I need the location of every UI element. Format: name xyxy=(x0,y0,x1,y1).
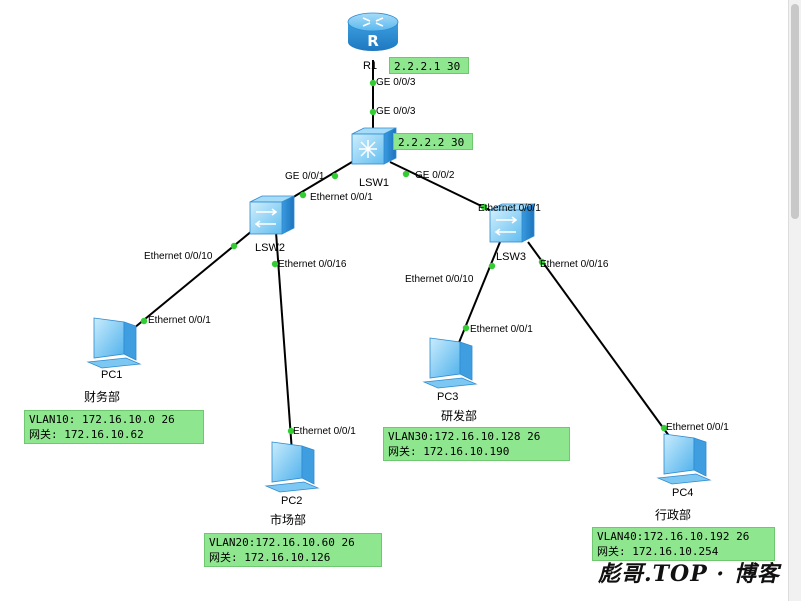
vlan-note-gateway: 网关: 172.16.10.190 xyxy=(388,445,510,458)
port-dot xyxy=(287,427,295,435)
pc-icon[interactable] xyxy=(86,317,142,369)
watermark-text: 彪哥.TOP · 博客 xyxy=(598,561,780,587)
vertical-scrollbar[interactable] xyxy=(788,0,801,601)
port-label: Ethernet 0/0/1 xyxy=(310,192,373,203)
vlan-note-pc4: VLAN40:172.16.10.192 26 网关: 172.16.10.25… xyxy=(592,527,775,561)
port-label: Ethernet 0/0/10 xyxy=(405,274,474,285)
vlan-note-gateway: 网关: 172.16.10.254 xyxy=(597,545,719,558)
port-label: Ethernet 0/0/16 xyxy=(540,259,609,270)
device-label-pc1: PC1 xyxy=(101,369,123,381)
router-icon[interactable]: R xyxy=(347,12,399,51)
device-label-lsw2: LSW2 xyxy=(255,242,285,254)
port-dot xyxy=(402,170,410,178)
port-label: GE 0/0/2 xyxy=(415,170,455,181)
device-label-r1: R1 xyxy=(363,60,378,72)
vlan-note-pc3: VLAN30:172.16.10.128 26 网关: 172.16.10.19… xyxy=(383,427,570,461)
port-dot xyxy=(299,191,307,199)
port-label: Ethernet 0/0/1 xyxy=(478,203,541,214)
vlan-note-subnet: VLAN20:172.16.10.60 26 xyxy=(209,536,355,549)
port-label: GE 0/0/3 xyxy=(376,77,416,88)
ip-note-text: 2.2.2.1 30 xyxy=(394,60,461,73)
port-dot xyxy=(488,262,496,270)
port-label: Ethernet 0/0/1 xyxy=(293,426,356,437)
port-label: GE 0/0/3 xyxy=(376,106,416,117)
switch-icon[interactable] xyxy=(489,203,535,243)
switch-icon[interactable] xyxy=(249,195,295,235)
scrollbar-thumb[interactable] xyxy=(791,4,799,219)
port-label: Ethernet 0/0/1 xyxy=(470,324,533,335)
vlan-note-subnet: VLAN10: 172.16.10.0 26 xyxy=(29,413,175,426)
vlan-note-pc1: VLAN10: 172.16.10.0 26 网关: 172.16.10.62 xyxy=(24,410,204,444)
port-label: Ethernet 0/0/10 xyxy=(144,251,213,262)
port-dot xyxy=(660,424,668,432)
device-label-lsw1: LSW1 xyxy=(359,177,389,189)
device-label-lsw3: LSW3 xyxy=(496,251,526,263)
ip-note-text: 2.2.2.2 30 xyxy=(398,136,465,149)
port-dot xyxy=(369,79,377,87)
svg-text:R: R xyxy=(367,32,379,50)
pc-icon[interactable] xyxy=(656,433,712,485)
dept-label-pc3: 研发部 xyxy=(441,409,478,423)
port-dot xyxy=(331,172,339,180)
device-label-pc4: PC4 xyxy=(672,487,694,499)
port-label: GE 0/0/1 xyxy=(285,171,325,182)
vlan-note-pc2: VLAN20:172.16.10.60 26 网关: 172.16.10.126 xyxy=(204,533,382,567)
vlan-note-gateway: 网关: 172.16.10.62 xyxy=(29,428,144,441)
dept-label-pc2: 市场部 xyxy=(270,513,307,527)
vlan-note-subnet: VLAN30:172.16.10.128 26 xyxy=(388,430,541,443)
dept-label-pc4: 行政部 xyxy=(655,508,692,522)
dept-label-pc1: 财务部 xyxy=(84,390,121,404)
port-dot xyxy=(462,324,470,332)
link-lsw3-pc4 xyxy=(527,241,673,441)
port-label: Ethernet 0/0/16 xyxy=(278,259,347,270)
vlan-note-gateway: 网关: 172.16.10.126 xyxy=(209,551,331,564)
ip-note-lsw1: 2.2.2.2 30 xyxy=(393,133,473,150)
port-dot xyxy=(140,317,148,325)
port-label: Ethernet 0/0/1 xyxy=(148,315,211,326)
ip-note-r1: 2.2.2.1 30 xyxy=(389,57,469,74)
core-switch-icon[interactable] xyxy=(351,127,397,165)
device-label-pc2: PC2 xyxy=(281,495,303,507)
device-label-pc3: PC3 xyxy=(437,391,459,403)
pc-icon[interactable] xyxy=(422,337,478,389)
port-label: Ethernet 0/0/1 xyxy=(666,422,729,433)
port-dot xyxy=(480,203,488,211)
pc-icon[interactable] xyxy=(264,441,320,493)
link-lsw2-pc2 xyxy=(275,231,293,453)
link-endpoints xyxy=(140,79,668,435)
vlan-note-subnet: VLAN40:172.16.10.192 26 xyxy=(597,530,750,543)
port-dot xyxy=(538,258,546,266)
port-dot xyxy=(230,242,238,250)
port-dot xyxy=(271,260,279,268)
port-dot xyxy=(369,108,377,116)
